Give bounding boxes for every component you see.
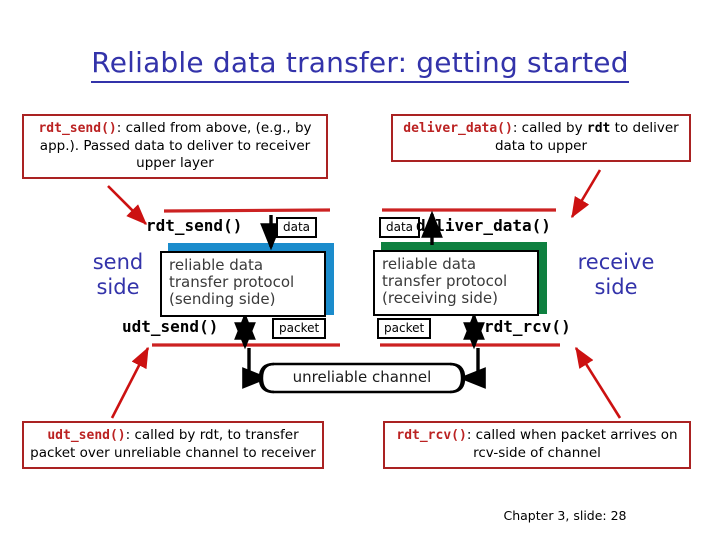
callout-rdt-rcv-separator: : <box>466 427 476 443</box>
label-rdt-rcv: rdt_rcv() <box>484 317 571 336</box>
layer-line-upper-left <box>163 208 331 213</box>
callout-rdt-send-api: rdt_send() <box>38 121 117 136</box>
callout-deliver-data-separator: : <box>512 120 522 136</box>
callout-rdt-rcv-text: called when packet arrives on rcv-side o… <box>473 427 678 461</box>
receive-side-label: receive side <box>577 250 655 299</box>
packet-unit-right: packet <box>377 318 432 339</box>
unreliable-channel-shape <box>258 362 466 394</box>
label-udt-send: udt_send() <box>122 317 219 336</box>
data-unit-right: data <box>379 217 421 238</box>
callout-deliver-data-text-after: to deliver data to upper <box>494 120 679 154</box>
callout-udt-send-text: called by rdt, to transfer packet over u… <box>30 427 316 461</box>
sending-protocol-box[interactable]: reliable data transfer protocol (sending… <box>160 251 326 317</box>
callout-rdt-rcv-api: rdt_rcv() <box>396 428 467 443</box>
callout-rdt-send[interactable]: rdt_send(): called from above, (e.g., by… <box>22 114 328 180</box>
callout-deliver-data-text-before: called by <box>521 120 587 136</box>
packet-unit-left: packet <box>272 318 327 339</box>
label-rdt-send: rdt_send() <box>146 216 243 235</box>
callout-udt-send-separator: : <box>125 427 135 443</box>
send-side-label: send side <box>92 250 144 299</box>
leader-rdt-rcv <box>574 346 622 419</box>
callout-udt-send-api: udt_send() <box>47 428 126 443</box>
leader-rdt-send <box>107 185 147 225</box>
page-title: Reliable data transfer: getting started <box>0 46 720 83</box>
receiving-protocol-box[interactable]: reliable data transfer protocol (receivi… <box>373 250 539 316</box>
page-title-text: Reliable data transfer: getting started <box>91 46 629 83</box>
callout-deliver-data-mono-term: rdt <box>586 121 611 136</box>
unreliable-channel-label: unreliable channel <box>292 368 432 386</box>
leader-deliver-data <box>570 169 602 219</box>
callout-deliver-data-api: deliver_data() <box>403 121 513 136</box>
callout-rdt-rcv[interactable]: rdt_rcv(): called when packet arrives on… <box>383 421 691 469</box>
slide-footer: Chapter 3, slide: 28 <box>503 508 627 523</box>
callout-udt-send[interactable]: udt_send(): called by rdt, to transfer p… <box>22 421 324 469</box>
callout-rdt-send-text: called from above, (e.g., by app.). Pass… <box>39 120 312 171</box>
leader-udt-send <box>110 346 150 419</box>
data-unit-left: data <box>276 217 318 238</box>
callout-rdt-send-separator: : <box>116 120 126 136</box>
arrow-out-of-channel <box>458 348 486 389</box>
label-deliver-data: deliver_data() <box>416 216 551 235</box>
callout-deliver-data[interactable]: deliver_data(): called by rdt to deliver… <box>391 114 691 162</box>
